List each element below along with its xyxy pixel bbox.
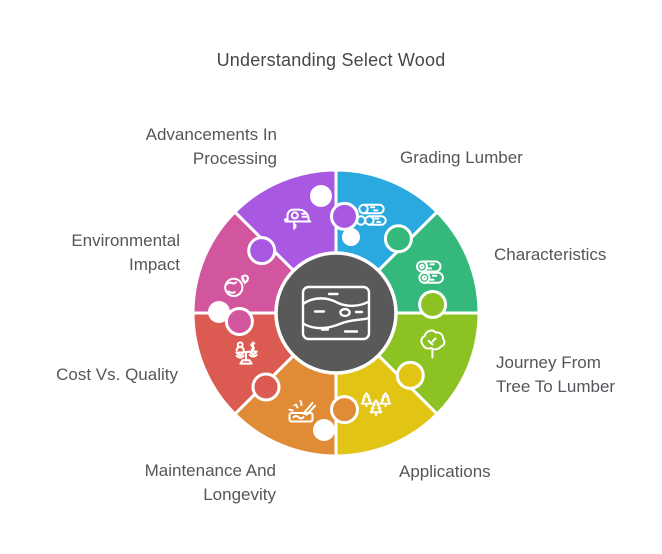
label-environmental-impact: Environmental Impact bbox=[71, 231, 180, 274]
stacked-logs-icon bbox=[416, 260, 444, 284]
jigsaw-tool-icon bbox=[283, 208, 312, 230]
wood-carving-icon bbox=[288, 399, 316, 423]
tree-icon bbox=[420, 329, 446, 359]
balance-scale-icon bbox=[235, 341, 258, 365]
globe-leaf-icon bbox=[224, 274, 249, 298]
puzzle-notch bbox=[310, 185, 332, 207]
puzzle-knob bbox=[330, 201, 359, 231]
label-cost-vs-quality: Cost Vs. Quality bbox=[56, 365, 178, 384]
label-journey-from-tree-to-lumber: Journey From Tree To Lumber bbox=[496, 353, 616, 396]
puzzle-knob bbox=[395, 360, 425, 390]
label-advancements-in-processing: Advancements In Processing bbox=[145, 125, 277, 168]
label-characteristics: Characteristics bbox=[494, 245, 607, 264]
puzzle-knob bbox=[247, 236, 277, 266]
label-maintenance-and-longevity: Maintenance And Longevity bbox=[144, 461, 276, 504]
puzzle-notch bbox=[208, 301, 230, 323]
center-hub bbox=[274, 251, 398, 375]
puzzle-knob bbox=[383, 224, 413, 254]
pine-trees-icon bbox=[360, 392, 392, 417]
puzzle-knob bbox=[251, 372, 281, 402]
label-applications: Applications bbox=[399, 462, 491, 481]
puzzle-notch bbox=[342, 228, 360, 246]
log-pile-icon bbox=[355, 203, 387, 226]
puzzle-knob bbox=[330, 395, 359, 425]
wood-plank-icon bbox=[301, 285, 371, 341]
puzzle-notch bbox=[313, 419, 335, 441]
puzzle-knob bbox=[224, 307, 254, 336]
label-grading-lumber: Grading Lumber bbox=[400, 148, 523, 167]
puzzle-knob bbox=[418, 290, 448, 319]
page-title: Understanding Select Wood bbox=[216, 50, 446, 70]
